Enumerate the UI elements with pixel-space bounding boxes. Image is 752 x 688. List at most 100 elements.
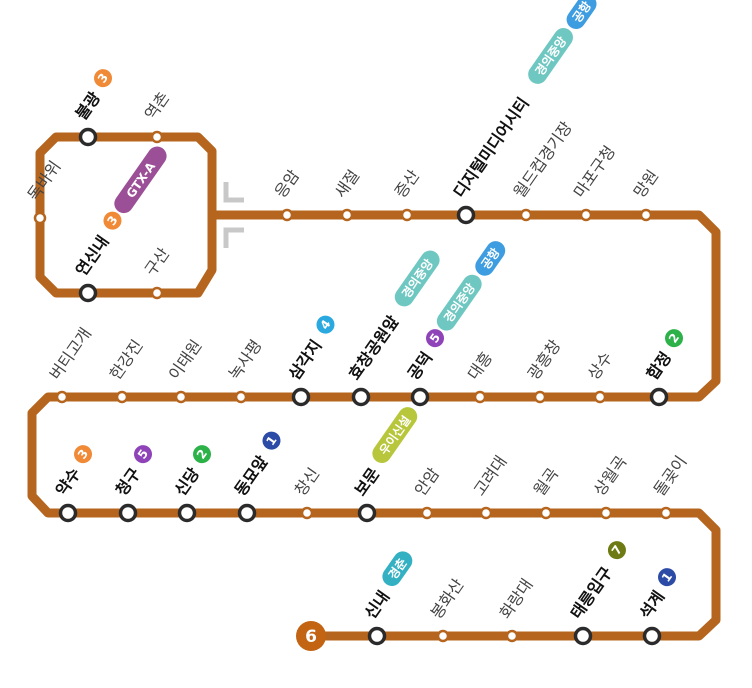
station-marker[interactable] bbox=[118, 503, 138, 523]
station-name[interactable]: 공덕 bbox=[404, 348, 436, 383]
station-name[interactable]: 새절 bbox=[331, 166, 363, 201]
station-marker[interactable] bbox=[280, 208, 294, 222]
station-label-group: 봉화산 bbox=[427, 575, 468, 622]
station-marker[interactable] bbox=[473, 390, 487, 404]
station-label-group: 대흥 bbox=[464, 348, 496, 383]
station-label-group: 마포구청 bbox=[570, 142, 619, 201]
station-name[interactable]: 석계 bbox=[636, 587, 668, 622]
station-marker[interactable] bbox=[519, 208, 533, 222]
station-name[interactable]: 응암 bbox=[271, 166, 304, 201]
station-label-group: 독바위 bbox=[24, 157, 65, 204]
station-name[interactable]: 이태원 bbox=[165, 336, 206, 383]
station-marker[interactable] bbox=[593, 390, 607, 404]
station-name[interactable]: 신내 bbox=[361, 587, 393, 622]
station-label-group: 이태원 bbox=[165, 336, 206, 383]
station-name[interactable]: 대흥 bbox=[464, 348, 496, 383]
station-label-group: 응암 bbox=[271, 166, 304, 201]
station-name[interactable]: 구산 bbox=[141, 244, 174, 279]
station-marker[interactable] bbox=[177, 503, 197, 523]
station-name[interactable]: 고려대 bbox=[470, 452, 511, 499]
station-name[interactable]: 창신 bbox=[291, 464, 323, 499]
station-marker[interactable] bbox=[174, 390, 188, 404]
station-name[interactable]: 한강진 bbox=[106, 336, 147, 383]
station-label-group: 증산 bbox=[391, 166, 424, 201]
station-name[interactable]: 돌곶이 bbox=[650, 452, 691, 499]
station-label-group: 화랑대 bbox=[496, 575, 537, 622]
station-label-group: 고려대 bbox=[470, 452, 511, 499]
station-marker[interactable] bbox=[533, 390, 547, 404]
station-name[interactable]: 증산 bbox=[391, 166, 424, 201]
station-name[interactable]: 월곡 bbox=[530, 464, 562, 499]
station-name[interactable]: 보문 bbox=[351, 464, 384, 499]
station-marker[interactable] bbox=[539, 506, 553, 520]
station-label-group: 구산 bbox=[141, 244, 174, 279]
station-marker[interactable] bbox=[150, 286, 164, 300]
station-name[interactable]: 동묘앞 bbox=[231, 452, 272, 499]
station-name[interactable]: 월드컵경기장 bbox=[510, 118, 576, 201]
station-marker[interactable] bbox=[78, 127, 98, 147]
station-label-group: 버티고개 bbox=[46, 324, 95, 383]
station-marker[interactable] bbox=[367, 626, 387, 646]
station-name[interactable]: 녹사평 bbox=[225, 336, 266, 383]
station-marker[interactable] bbox=[150, 130, 164, 144]
station-marker[interactable] bbox=[649, 387, 669, 407]
station-marker[interactable] bbox=[357, 503, 377, 523]
station-name[interactable]: 봉화산 bbox=[427, 575, 468, 622]
station-label-group: 광흥창 bbox=[524, 336, 565, 383]
station-marker[interactable] bbox=[573, 626, 593, 646]
station-name[interactable]: 화랑대 bbox=[496, 575, 537, 622]
station-name[interactable]: 독바위 bbox=[24, 157, 65, 204]
line-number-label: 6 bbox=[305, 627, 317, 647]
station-name[interactable]: 상수 bbox=[584, 348, 616, 383]
station-marker[interactable] bbox=[456, 205, 476, 225]
station-name[interactable]: 불광 bbox=[72, 88, 105, 123]
station-marker[interactable] bbox=[33, 211, 47, 225]
station-name[interactable]: 태릉입구 bbox=[567, 563, 616, 622]
station-name[interactable]: 삼각지 bbox=[285, 336, 326, 383]
station-marker[interactable] bbox=[58, 503, 78, 523]
station-name[interactable]: 신당 bbox=[171, 464, 204, 499]
station-marker[interactable] bbox=[436, 629, 450, 643]
station-marker[interactable] bbox=[400, 208, 414, 222]
line-6-terminal-marker: 6 bbox=[296, 621, 326, 651]
station-name[interactable]: 연신내 bbox=[72, 232, 113, 279]
station-label-group: 돌곶이 bbox=[650, 452, 691, 499]
station-label-group: 합정2 bbox=[643, 329, 684, 383]
station-label-group: 한강진 bbox=[106, 336, 147, 383]
station-marker[interactable] bbox=[410, 387, 430, 407]
station-marker[interactable] bbox=[639, 208, 653, 222]
station-marker[interactable] bbox=[579, 208, 593, 222]
station-marker[interactable] bbox=[300, 506, 314, 520]
station-marker[interactable] bbox=[599, 506, 613, 520]
station-name[interactable]: 안암 bbox=[411, 464, 444, 499]
station-name[interactable]: 약수 bbox=[52, 464, 85, 499]
station-marker[interactable] bbox=[234, 390, 248, 404]
station-name[interactable]: 광흥창 bbox=[524, 336, 565, 383]
station-marker[interactable] bbox=[55, 390, 69, 404]
station-marker[interactable] bbox=[78, 283, 98, 303]
station-name[interactable]: 효창공원앞 bbox=[345, 312, 403, 383]
station-label-group: 상수 bbox=[584, 348, 616, 383]
station-name[interactable]: 마포구청 bbox=[570, 142, 619, 201]
station-name[interactable]: 망원 bbox=[630, 166, 662, 201]
station-name[interactable]: 합정 bbox=[643, 348, 675, 383]
station-name[interactable]: 버티고개 bbox=[46, 324, 95, 383]
station-marker[interactable] bbox=[659, 506, 673, 520]
station-name[interactable]: 역촌 bbox=[141, 88, 173, 123]
station-label-group: 약수3 bbox=[52, 445, 93, 499]
station-label-group: 석계1 bbox=[636, 568, 677, 622]
track-loop bbox=[35, 132, 217, 298]
station-name[interactable]: 청구 bbox=[112, 464, 145, 499]
station-marker[interactable] bbox=[291, 387, 311, 407]
station-marker[interactable] bbox=[340, 208, 354, 222]
station-marker[interactable] bbox=[420, 506, 434, 520]
station-marker[interactable] bbox=[479, 506, 493, 520]
station-marker[interactable] bbox=[642, 626, 662, 646]
station-marker[interactable] bbox=[115, 390, 129, 404]
station-marker[interactable] bbox=[237, 503, 257, 523]
station-marker[interactable] bbox=[505, 629, 519, 643]
station-marker[interactable] bbox=[351, 387, 371, 407]
station-name[interactable]: 상월곡 bbox=[590, 452, 631, 499]
